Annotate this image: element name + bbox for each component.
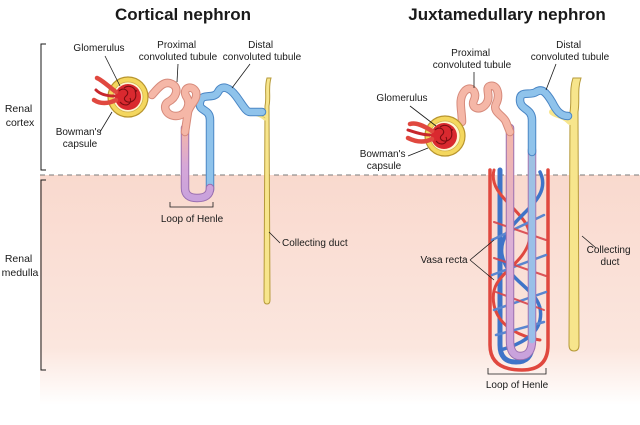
loop-bracket-cortical [169,202,214,208]
label-loop-cortical: Loop of Henle [161,214,224,225]
proximal-juxta-line1: Proximal [451,48,490,59]
proximal-juxta-line2: convoluted tubule [433,60,512,71]
leader-collecting-duct-cortical [268,231,281,244]
bowman-cortical-line1: Bowman's [56,127,102,138]
region-brackets [40,43,46,371]
loop-of-henle-cortical [180,123,215,203]
region-label-medulla: Renal medulla [2,253,39,279]
leader-proximal-cortical [176,63,179,83]
leader-glomerulus-juxta [409,105,437,127]
proximal-tubule-cortical [147,78,201,137]
distal-cortical-line1: Distal [248,40,273,51]
proximal-cortical-line2: convoluted tubule [139,52,218,63]
leader-distal-cortical [231,63,251,89]
label-collecting-duct-cortical: Collecting duct [282,238,348,249]
distal-juxta-line2: convoluted tubule [531,52,610,63]
leader-glomerulus-cortical [104,55,121,87]
label-distal-cortical: Distal convoluted tubule [223,40,302,63]
distal-tubule-juxta [515,86,573,157]
leader-bowman-juxta [407,147,429,157]
renal-medulla-zone [40,175,640,405]
distal-tubule-cortical [195,83,267,195]
region-medulla-line1: Renal [5,253,32,265]
loop-of-henle-juxta [505,123,537,361]
region-label-cortex: Renal cortex [5,103,35,129]
title-juxtamedullary-nephron: Juxtamedullary nephron [408,5,605,24]
collecting-juxta-line2: duct [601,257,620,268]
arterioles-cortical [91,75,119,106]
leader-collecting-duct-juxta [581,235,597,249]
leader-vasa-recta [469,239,495,281]
title-cortical-nephron: Cortical nephron [115,5,251,24]
label-loop-juxta: Loop of Henle [486,380,549,391]
leader-distal-juxta [545,63,557,91]
proximal-cortical-line1: Proximal [157,40,196,51]
loop-bracket-juxta [487,368,547,375]
label-bowman-juxta: Bowman's capsule [360,149,409,172]
label-proximal-juxta: Proximal convoluted tubule [433,48,512,71]
bowman-cortical-line2: capsule [63,139,98,150]
bowman-juxta-line1: Bowman's [360,149,406,160]
label-proximal-cortical: Proximal convoluted tubule [139,40,218,63]
arterioles-juxta [405,121,435,144]
label-glomerulus-cortical: Glomerulus [73,43,124,54]
proximal-tubule-juxta [456,81,515,137]
label-collecting-duct-juxta: Collecting duct [587,245,634,268]
collecting-juxta-line1: Collecting [587,245,631,256]
juxtamedullary-nephron: Glomerulus Proximal convoluted tubule Di… [360,40,634,391]
label-bowman-cortical: Bowman's capsule [56,127,105,150]
region-cortex-line2: cortex [6,117,35,129]
cortical-nephron: Glomerulus Proximal convoluted tubule Di… [56,40,348,305]
distal-cortical-line2: convoluted tubule [223,52,302,63]
region-medulla-line2: medulla [2,267,39,279]
region-cortex-line1: Renal [5,103,32,115]
label-vasa-recta: Vasa recta [420,255,467,266]
leader-bowman-cortical [99,111,113,133]
label-distal-juxta: Distal convoluted tubule [531,40,610,63]
label-glomerulus-juxta: Glomerulus [376,93,427,104]
distal-juxta-line1: Distal [556,40,581,51]
bowman-juxta-line2: capsule [367,161,402,172]
glomerulus-cortical [115,84,141,110]
glomerulus-juxta [431,123,457,149]
